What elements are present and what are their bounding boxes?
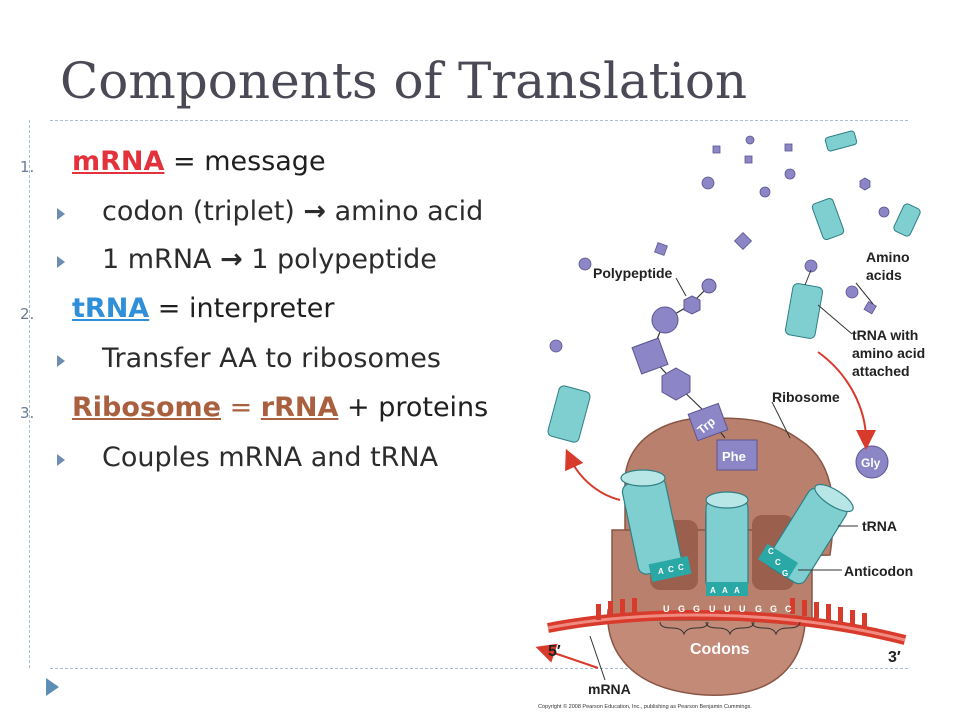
mrna-definition: = message — [164, 146, 326, 177]
anticodon-letter: C — [678, 563, 684, 572]
trna-label: tRNA — [862, 518, 897, 534]
free-trna-exiting — [547, 385, 591, 443]
ribosome-equals: = — [221, 392, 261, 423]
one-mrna-text: 1 mRNA — [102, 244, 221, 275]
trna-keyword: tRNA — [72, 293, 150, 324]
anticodon-letter: C — [768, 547, 774, 556]
codon-brace — [659, 621, 709, 636]
amino-acid-phe — [716, 439, 758, 471]
phe-label: Phe — [722, 449, 746, 464]
codon-letter: G — [755, 604, 762, 614]
mrna-keyword: mRNA — [72, 146, 165, 177]
arrow-right-icon: → — [220, 244, 243, 275]
codon-letter: G — [693, 604, 700, 614]
free-amino-acids — [549, 135, 890, 353]
anticodon-letter: A — [722, 586, 728, 595]
polypeptide-label: Polypeptide — [593, 265, 673, 281]
trna-right: C C G — [757, 483, 854, 585]
ribosome-keyword: Ribosome — [72, 392, 221, 423]
item-mrna: mRNA = message — [72, 146, 326, 177]
triangle-bullet-icon — [57, 256, 65, 268]
codon-letter-group: U G G U U U G G C — [663, 604, 792, 614]
codon-text: codon (triplet) — [102, 196, 304, 227]
mrna-label: mRNA — [588, 681, 631, 697]
amino-acids-label-line1: Amino — [866, 249, 910, 265]
free-trna-loaded — [785, 269, 823, 339]
item-number-1: 1. — [20, 158, 35, 176]
incoming-arrow — [817, 351, 876, 450]
codon-brace — [751, 621, 801, 636]
triangle-bullet-icon — [57, 355, 65, 367]
sub-item-couples: Couples mRNA and tRNA — [102, 442, 439, 473]
sub-item-transfer: Transfer AA to ribosomes — [102, 343, 441, 374]
anticodon-letter: C — [668, 565, 674, 574]
amino-acid-hexagon — [661, 367, 691, 401]
item-trna: tRNA = interpreter — [72, 293, 334, 324]
rrna-keyword: rRNA — [260, 392, 339, 423]
trna-middle: A A A — [705, 491, 749, 596]
copyright-text: Copyright © 2008 Pearson Education, Inc.… — [538, 703, 752, 710]
free-trna-top — [824, 130, 858, 152]
sub-item-polypeptide: 1 mRNA → 1 polypeptide — [102, 244, 437, 275]
mrna-teeth — [596, 598, 867, 629]
one-polypeptide-text: 1 polypeptide — [242, 244, 437, 275]
footer-divider — [50, 668, 908, 669]
anticodon-letter: A — [658, 567, 664, 576]
triangle-bullet-icon — [57, 454, 65, 466]
translation-diagram: U G G U U U G G C A C C A A A C C G — [535, 130, 925, 710]
anticodon-letter: A — [710, 586, 716, 595]
codon-letter: U — [709, 604, 716, 614]
anticodon-letter: C — [775, 558, 781, 567]
anticodon-letter: A — [734, 586, 740, 595]
three-prime-label: 3′ — [888, 649, 901, 666]
free-trna-right — [811, 198, 921, 240]
gly-label: Gly — [861, 456, 881, 470]
codon-letter: G — [678, 604, 685, 614]
codon-letter: C — [785, 604, 792, 614]
codon-letter: U — [739, 604, 746, 614]
trna-aa-label-line2: amino acid — [852, 345, 925, 361]
amino-acid-circle — [651, 306, 679, 334]
triangle-bullet-icon — [57, 208, 65, 220]
trna-definition: = interpreter — [149, 293, 335, 324]
item-number-3: 3. — [20, 404, 35, 422]
codon-letter: U — [663, 604, 670, 614]
amino-acid-text: amino acid — [326, 196, 484, 227]
amino-acid-trp — [687, 402, 729, 442]
mrna-direction-arrow — [535, 643, 599, 669]
ribosome-definition: + proteins — [338, 392, 489, 423]
arrow-right-icon: → — [303, 196, 327, 227]
amino-acid-hexagon — [683, 295, 701, 315]
codon-letter: U — [724, 604, 731, 614]
sub-item-codon: codon (triplet) → amino acid — [102, 196, 483, 227]
item-number-2: 2. — [20, 305, 35, 323]
ribosome-small-subunit — [607, 609, 806, 696]
ribosome-label: Ribosome — [772, 389, 840, 405]
slide-title: Components of Translation — [60, 52, 748, 110]
footer-triangle-icon — [46, 678, 59, 696]
trna-aa-label-line1: tRNA with — [852, 327, 918, 343]
anticodon-label: Anticodon — [844, 563, 913, 579]
exiting-arrow — [565, 448, 621, 501]
codon-brace — [705, 621, 755, 636]
trna-left: A C C — [620, 469, 692, 582]
amino-acids-label-line2: acids — [866, 267, 902, 283]
codons-label: Codons — [690, 641, 750, 658]
left-divider — [29, 120, 30, 668]
five-prime-label: 5′ — [548, 643, 561, 660]
codon-letter: G — [770, 604, 777, 614]
amino-acid-square — [631, 337, 669, 375]
trna-aa-label-line3: attached — [852, 363, 910, 379]
title-divider — [50, 120, 908, 121]
item-ribosome: Ribosome = rRNA + proteins — [72, 392, 488, 423]
anticodon-letter: G — [782, 569, 788, 578]
